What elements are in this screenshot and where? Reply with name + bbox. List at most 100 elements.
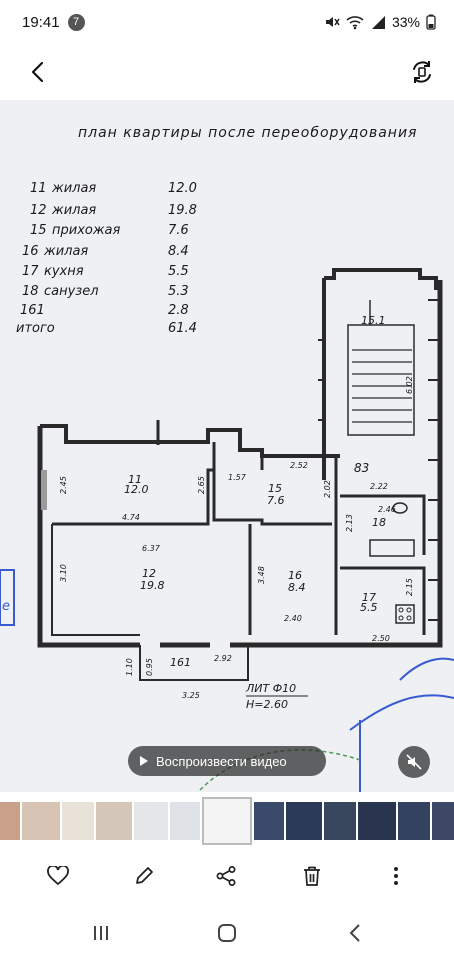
delete-button[interactable] bbox=[298, 862, 326, 890]
room-number: 17 bbox=[362, 591, 376, 604]
favorite-button[interactable] bbox=[44, 862, 72, 890]
legend-name: жилая bbox=[51, 181, 96, 196]
legend-area: 5.3 bbox=[168, 284, 189, 299]
chevron-left-icon bbox=[349, 924, 360, 942]
play-icon bbox=[140, 756, 148, 766]
side-label: е bbox=[2, 599, 10, 614]
thumbnail[interactable] bbox=[358, 802, 396, 840]
dimension: 1.10 bbox=[125, 658, 134, 676]
recents-button[interactable] bbox=[86, 918, 116, 948]
recents-icon bbox=[94, 926, 108, 940]
dimension-labels: 2.45 4.74 2.65 1.57 2.52 2.02 2.22 2.46 … bbox=[59, 376, 414, 700]
status-time: 19:41 bbox=[22, 13, 60, 31]
legend-num: 11 bbox=[30, 181, 47, 196]
legend-area: 8.4 bbox=[168, 244, 189, 259]
thumbnail-selected[interactable] bbox=[202, 797, 252, 845]
dimension: 2.45 bbox=[59, 476, 68, 494]
dimension: 6.02 bbox=[405, 376, 414, 394]
heart-icon bbox=[47, 866, 69, 886]
thumbnail[interactable] bbox=[286, 802, 322, 840]
room-number: 11 bbox=[128, 473, 142, 486]
room-labels: 11 12.0 12 19.8 15 7.6 16 8.4 17 5.5 18 … bbox=[124, 314, 386, 669]
dimension: 3.25 bbox=[182, 691, 200, 700]
legend-total-area: 61.4 bbox=[168, 321, 197, 336]
play-video-button[interactable]: Воспроизвести видео bbox=[128, 746, 326, 776]
dimension: 4.74 bbox=[122, 513, 140, 522]
legend-area: 7.6 bbox=[168, 223, 189, 238]
more-vertical-icon bbox=[394, 867, 398, 885]
room-number: 83 bbox=[354, 461, 369, 475]
legend-name: прихожая bbox=[52, 223, 121, 238]
system-navigation-bar bbox=[0, 904, 454, 960]
photo-viewer[interactable]: е план квартиры после переоборудования 1… bbox=[0, 100, 454, 792]
room-area: 7.6 bbox=[267, 494, 285, 507]
dimension: 2.40 bbox=[284, 614, 302, 623]
dimension: 2.02 bbox=[323, 480, 332, 498]
legend-area: 2.8 bbox=[168, 303, 189, 318]
thumbnail[interactable] bbox=[134, 802, 168, 840]
floor-plan-walls bbox=[37, 268, 443, 681]
legend-num: 12 bbox=[30, 203, 47, 218]
plan-title: план квартиры после переоборудования bbox=[78, 125, 417, 141]
thumbnail[interactable] bbox=[170, 802, 200, 840]
litera-label: ЛИТ Ф10 bbox=[245, 682, 296, 695]
thumbnail[interactable] bbox=[324, 802, 356, 840]
thumbnail[interactable] bbox=[398, 802, 430, 840]
app-bar bbox=[0, 44, 454, 100]
dimension: 3.48 bbox=[257, 566, 266, 584]
legend-name: жилая bbox=[51, 203, 96, 218]
mute-button[interactable] bbox=[398, 746, 430, 778]
auto-rotate-icon bbox=[413, 61, 431, 83]
action-bar bbox=[0, 850, 454, 902]
dimension: 2.22 bbox=[370, 482, 388, 491]
thumbnail[interactable] bbox=[0, 802, 20, 840]
back-button[interactable] bbox=[20, 54, 56, 90]
room-number: 15 bbox=[268, 482, 282, 495]
dimension: 2.65 bbox=[197, 476, 206, 494]
wifi-icon bbox=[346, 14, 364, 30]
dimension: 1.57 bbox=[228, 473, 247, 482]
thumbnail[interactable] bbox=[432, 802, 454, 840]
system-back-button[interactable] bbox=[340, 918, 370, 948]
rotate-button[interactable] bbox=[404, 54, 440, 90]
dimension: 2.50 bbox=[372, 634, 390, 643]
thumbnail[interactable] bbox=[22, 802, 60, 840]
share-icon bbox=[216, 866, 236, 886]
play-video-label: Воспроизвести видео bbox=[156, 753, 287, 769]
legend-num: 17 bbox=[22, 264, 39, 279]
home-icon bbox=[218, 924, 236, 942]
edit-button[interactable] bbox=[130, 862, 158, 890]
dimension: 2.46 bbox=[378, 505, 396, 514]
thumbnail[interactable] bbox=[96, 802, 132, 840]
chevron-left-icon bbox=[31, 61, 44, 83]
dimension: 2.52 bbox=[290, 461, 308, 470]
room-area: 5.5 bbox=[360, 601, 378, 614]
home-button[interactable] bbox=[212, 918, 242, 948]
share-button[interactable] bbox=[212, 862, 240, 890]
room-area: 19.8 bbox=[140, 579, 165, 592]
thumbnail[interactable] bbox=[254, 802, 284, 840]
legend-area: 5.5 bbox=[168, 264, 189, 279]
legend-name: санузел bbox=[44, 284, 99, 299]
room-number: 16 bbox=[288, 569, 302, 582]
legend-num: 15 bbox=[30, 223, 47, 238]
room-number: 12 bbox=[142, 567, 156, 580]
legend-num: 16 bbox=[22, 244, 39, 259]
more-options-button[interactable] bbox=[382, 862, 410, 890]
dimension: 2.92 bbox=[214, 654, 232, 663]
notification-badge: 7 bbox=[67, 13, 85, 31]
trash-icon bbox=[304, 866, 320, 886]
thumbnail[interactable] bbox=[62, 802, 94, 840]
dimension: 2.13 bbox=[345, 514, 354, 532]
thumbnail-strip[interactable] bbox=[0, 797, 454, 845]
room-number: 15.1 bbox=[361, 314, 386, 327]
room-area: 8.4 bbox=[288, 581, 306, 594]
room-number: 161 bbox=[170, 656, 191, 669]
legend-total-label: итого bbox=[16, 321, 55, 336]
battery-icon bbox=[426, 14, 436, 30]
dimension: 3.10 bbox=[59, 564, 68, 582]
signal-icon bbox=[370, 14, 386, 30]
volume-off-icon bbox=[406, 754, 422, 770]
mute-status-icon bbox=[324, 14, 340, 30]
legend-name: кухня bbox=[44, 264, 84, 279]
